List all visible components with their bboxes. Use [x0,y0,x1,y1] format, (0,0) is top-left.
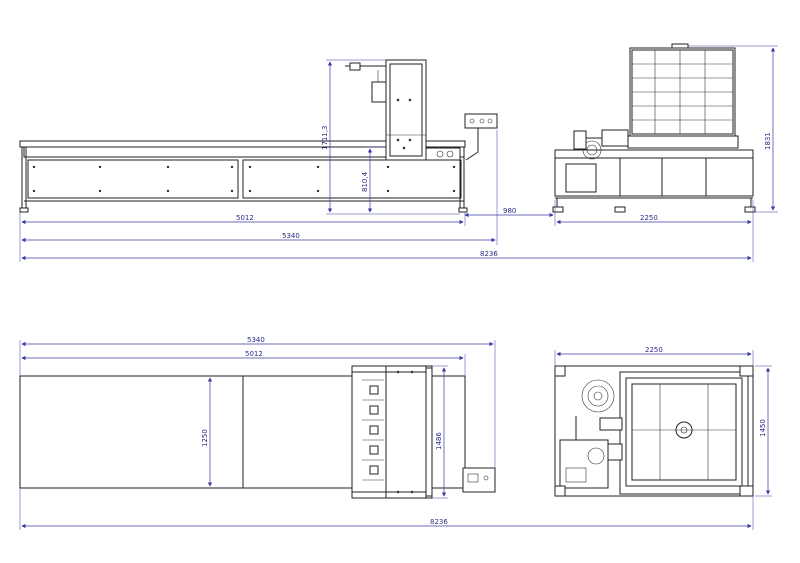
top-dim-table-width: 1250 [201,429,209,447]
dim-height-upper: 1711,3 [321,126,329,151]
dim-height-lower: 810,4 [361,171,369,192]
top-dim-tank-depth: 1450 [759,419,767,437]
side-view: 1711,3 810,4 5012 5340 980 2250 8236 183… [19,43,778,262]
top-dim-tank-width: 2250 [645,346,663,354]
top-dim-overall-length-a: 5340 [247,336,265,344]
top-dim-table-length: 5012 [245,350,263,358]
side-carriage [345,59,461,161]
top-dim-total-length: 8236 [430,518,448,526]
dim-tank-width: 2250 [640,214,658,222]
dim-table-length: 5012 [236,214,254,222]
side-control-box [464,113,498,161]
side-dimensions: 1711,3 810,4 5012 5340 980 2250 8236 183… [19,45,778,262]
top-carriage [351,365,433,499]
top-control-box [462,467,496,493]
top-dim-carriage-width: 1486 [435,432,443,450]
dim-tank-height: 1831 [764,132,772,150]
top-view: 5340 5012 1250 1486 8236 2250 1450 [19,336,772,530]
top-tank-unit [554,365,754,497]
side-table [19,140,468,213]
top-dimensions: 5340 5012 1250 1486 8236 2250 1450 [19,336,772,530]
dim-total-length: 8236 [480,250,498,258]
dim-overall-length-a: 5340 [282,232,300,240]
dim-gap: 980 [503,207,516,215]
side-tank-unit [552,43,756,213]
